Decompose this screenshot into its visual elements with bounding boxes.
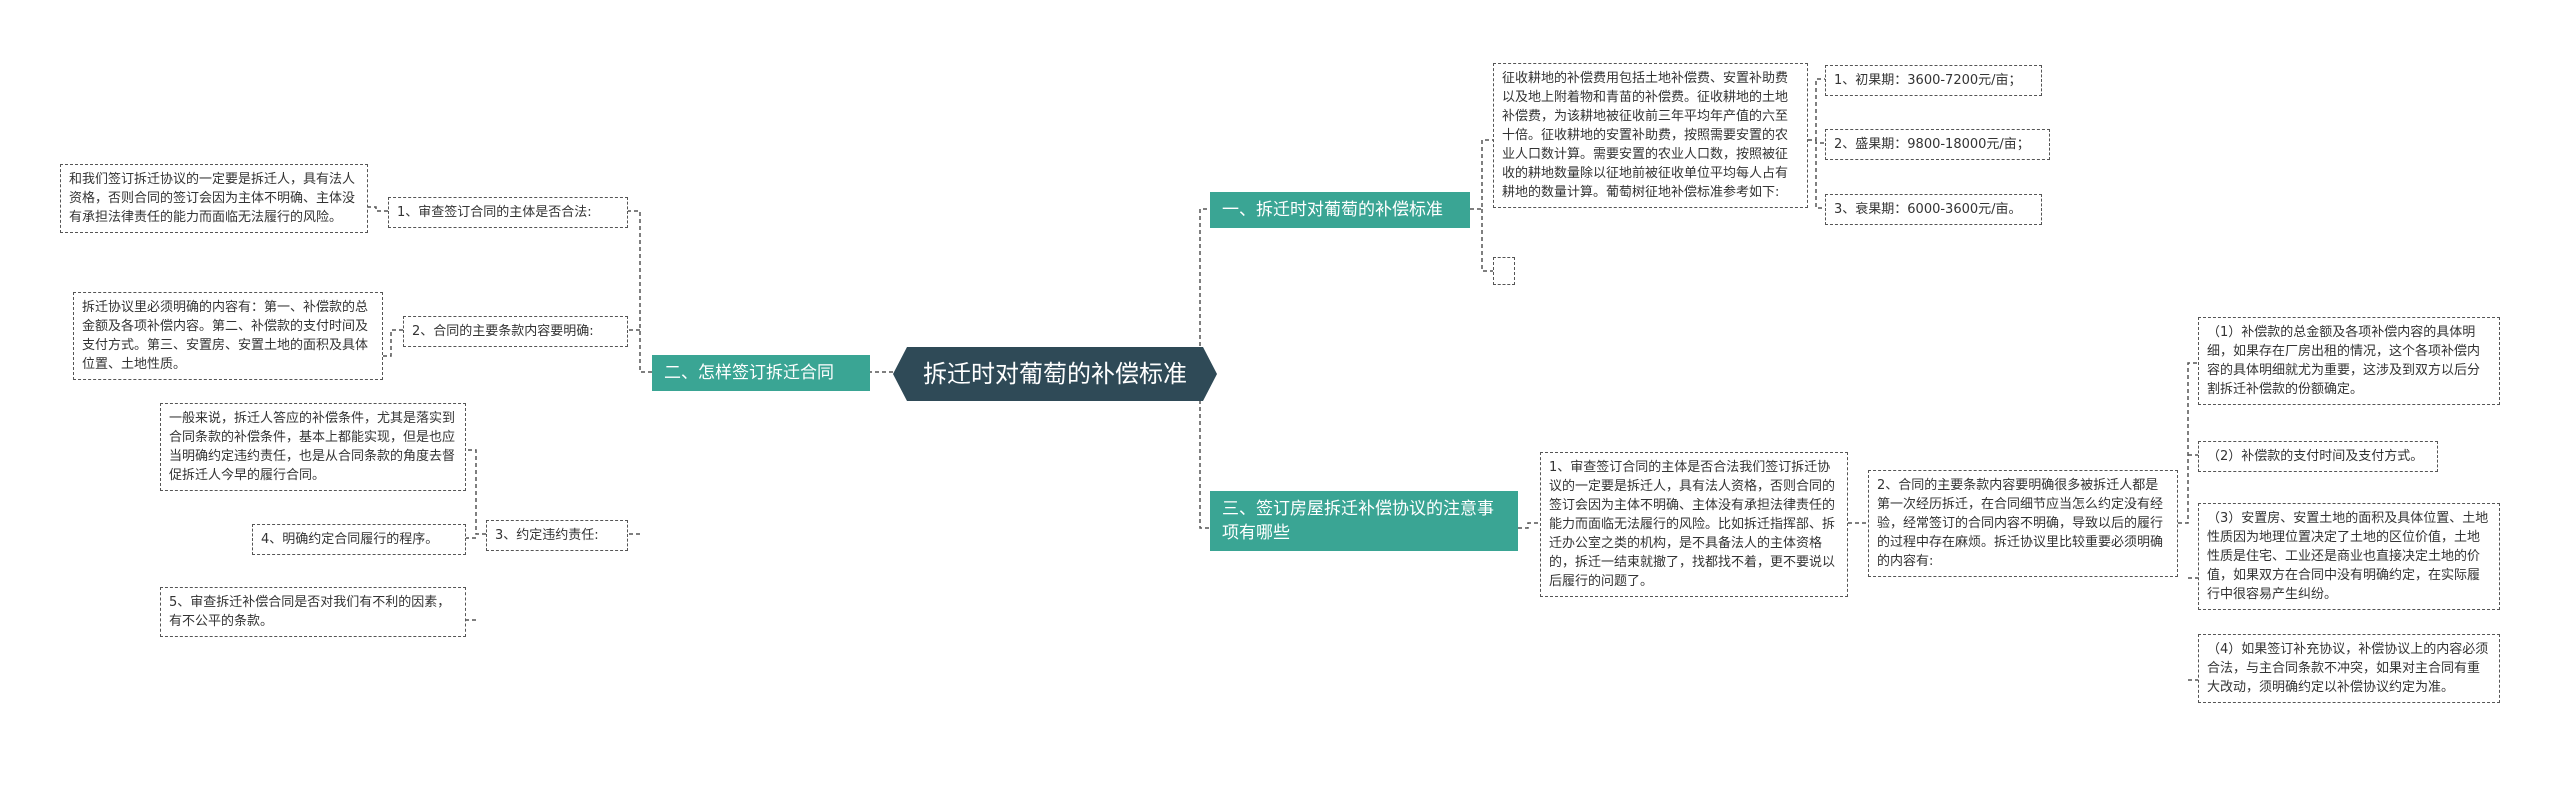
b2-item-3-detail: 一般来说，拆迁人答应的补偿条件，尤其是落实到合同条款的补偿条件，基本上都能实现，… xyxy=(160,403,466,491)
b1-intro-note: 征收耕地的补偿费用包括土地补偿费、安置补助费以及地上附着物和青苗的补偿费。征收耕… xyxy=(1493,63,1808,208)
connector-b2-items xyxy=(628,210,652,535)
b1-period-decline-text: 3、衰果期：6000-3600元/亩。 xyxy=(1834,202,2022,217)
connector-item2-subs xyxy=(2178,362,2198,681)
b1-period-peak: 2、盛果期：9800-18000元/亩； xyxy=(1825,129,2050,160)
b2-item-1-detail-text: 和我们签订拆迁协议的一定要是拆迁人，具有法人资格，否则合同的签订会因为主体不明确… xyxy=(69,172,356,225)
b2-item-1: 1、审查签订合同的主体是否合法: xyxy=(388,197,628,228)
b3-subitem-3-text: （3）安置房、安置土地的面积及具体位置、土地性质因为地理位置决定了土地的区位价值… xyxy=(2207,511,2489,602)
connector-intro-periods xyxy=(1808,78,1825,209)
branch-1-label: 一、拆迁时对葡萄的补偿标准 xyxy=(1222,200,1443,220)
root-topic: 拆迁时对葡萄的补偿标准 xyxy=(893,347,1217,401)
b2-item-1-text: 1、审查签订合同的主体是否合法: xyxy=(397,205,592,220)
b3-subitem-2-text: （2）补偿款的支付时间及支付方式。 xyxy=(2207,449,2424,464)
connector-root-b3 xyxy=(1199,372,1210,529)
branch-3: 三、签订房屋拆迁补偿协议的注意事项有哪些 xyxy=(1210,491,1518,551)
b3-subitem-4-text: （4）如果签订补充协议，补偿协议上的内容必须合法，与主合同条款不冲突，如果对主合… xyxy=(2207,642,2489,695)
b1-period-early-text: 1、初果期：3600-7200元/亩； xyxy=(1834,73,2022,88)
b3-subitem-4: （4）如果签订补充协议，补偿协议上的内容必须合法，与主合同条款不冲突，如果对主合… xyxy=(2198,634,2500,703)
b2-item-3: 3、约定违约责任: xyxy=(486,520,628,551)
b2-item-3-program-text: 4、明确约定合同履行的程序。 xyxy=(261,532,439,547)
b1-empty-node xyxy=(1493,257,1515,285)
b3-subitem-3: （3）安置房、安置土地的面积及具体位置、土地性质因为地理位置决定了土地的区位价值… xyxy=(2198,503,2500,610)
b3-subitem-2: （2）补偿款的支付时间及支付方式。 xyxy=(2198,441,2438,472)
b2-item-2-detail: 拆迁协议里必须明确的内容有：第一、补偿款的总金额及各项补偿内容。第二、补偿款的支… xyxy=(73,292,383,380)
b3-item-2: 2、合同的主要条款内容要明确很多被拆迁人都是第一次经历拆迁，在合同细节应当怎么约… xyxy=(1868,470,2178,577)
b1-intro-text: 征收耕地的补偿费用包括土地补偿费、安置补助费以及地上附着物和青苗的补偿费。征收耕… xyxy=(1502,71,1789,200)
b2-item-3-program: 4、明确约定合同履行的程序。 xyxy=(252,524,466,555)
b1-period-early: 1、初果期：3600-7200元/亩； xyxy=(1825,65,2042,96)
b3-subitem-1-text: （1）补偿款的总金额及各项补偿内容的具体明细，如果存在厂房出租的情况，这个各项补… xyxy=(2207,325,2481,397)
b2-item-3-detail-text: 一般来说，拆迁人答应的补偿条件，尤其是落实到合同条款的补偿条件，基本上都能实现，… xyxy=(169,411,456,483)
root-topic-label: 拆迁时对葡萄的补偿标准 xyxy=(923,360,1187,388)
b1-period-peak-text: 2、盛果期：9800-18000元/亩； xyxy=(1834,137,2030,152)
branch-2-label: 二、怎样签订拆迁合同 xyxy=(664,363,834,383)
b2-item-2: 2、合同的主要条款内容要明确: xyxy=(403,316,628,347)
branch-3-label: 三、签订房屋拆迁补偿协议的注意事项有哪些 xyxy=(1222,499,1494,543)
b2-item-2-text: 2、合同的主要条款内容要明确: xyxy=(412,324,594,339)
connector-b1-intro xyxy=(1470,139,1493,210)
connector-item-details xyxy=(368,206,486,621)
b1-period-decline: 3、衰果期：6000-3600元/亩。 xyxy=(1825,194,2042,225)
connector-b3-item1 xyxy=(1518,522,1540,529)
b2-item-2-detail-text: 拆迁协议里必须明确的内容有：第一、补偿款的总金额及各项补偿内容。第二、补偿款的支… xyxy=(82,300,369,372)
b3-subitem-1: （1）补偿款的总金额及各项补偿内容的具体明细，如果存在厂房出租的情况，这个各项补… xyxy=(2198,317,2500,405)
b3-item-1: 1、审查签订合同的主体是否合法我们签订拆迁协议的一定要是拆迁人，具有法人资格，否… xyxy=(1540,452,1848,597)
b2-item-1-detail: 和我们签订拆迁协议的一定要是拆迁人，具有法人资格，否则合同的签订会因为主体不明确… xyxy=(60,164,368,233)
connector-b1-empty xyxy=(1481,209,1493,272)
b2-item-3-fairness-text: 5、审查拆迁补偿合同是否对我们有不利的因素，有不公平的条款。 xyxy=(169,595,451,629)
branch-2: 二、怎样签订拆迁合同 xyxy=(652,355,870,391)
b2-item-3-text: 3、约定违约责任: xyxy=(495,528,599,543)
b2-item-3-fairness: 5、审查拆迁补偿合同是否对我们有不利的因素，有不公平的条款。 xyxy=(160,587,466,637)
b3-item-1-text: 1、审查签订合同的主体是否合法我们签订拆迁协议的一定要是拆迁人，具有法人资格，否… xyxy=(1549,460,1836,589)
branch-1: 一、拆迁时对葡萄的补偿标准 xyxy=(1210,192,1470,228)
b3-item-2-text: 2、合同的主要条款内容要明确很多被拆迁人都是第一次经历拆迁，在合同细节应当怎么约… xyxy=(1877,478,2164,569)
